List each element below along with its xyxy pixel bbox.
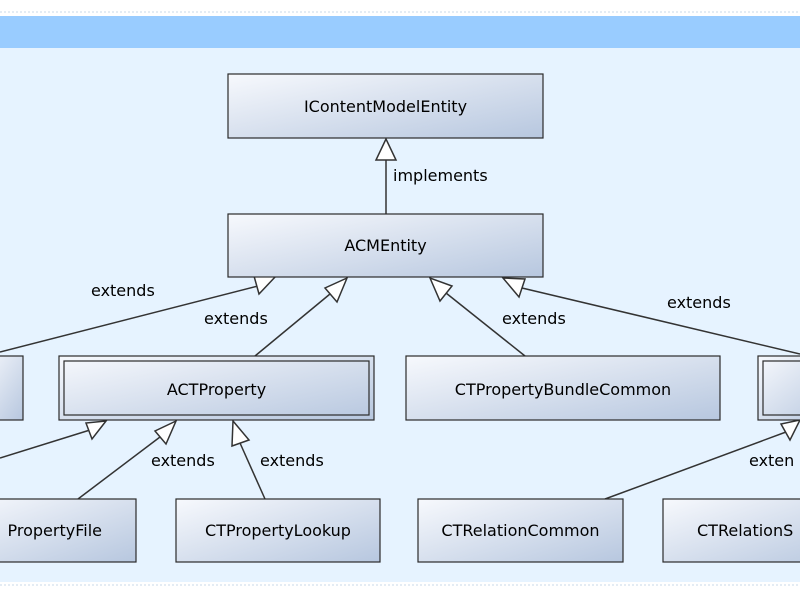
node-label: IContentModelEntity bbox=[304, 97, 467, 116]
node-label: PropertyFile bbox=[8, 521, 102, 540]
node-ctrelation-partial: CTRelationS bbox=[662, 498, 800, 563]
edge-implements-arrowhead bbox=[374, 137, 398, 161]
edge-extends-bundle bbox=[445, 292, 526, 357]
edge-extends-left bbox=[0, 285, 259, 353]
header-bar bbox=[0, 16, 800, 48]
edge-extends-right-arrowhead bbox=[501, 277, 527, 299]
node-label: CTPropertyLookup bbox=[205, 521, 351, 540]
node-icontentmodelentity: IContentModelEntity bbox=[227, 73, 544, 139]
node-offscreen-left bbox=[0, 355, 24, 421]
node-label: ACMEntity bbox=[344, 236, 426, 255]
node-actproperty: ACTProperty bbox=[58, 355, 375, 421]
node-label: ACTProperty bbox=[167, 380, 266, 399]
node-ctpropertylookup: CTPropertyLookup bbox=[175, 498, 381, 563]
label-extends-bundle: extends bbox=[502, 309, 566, 328]
edge-extends-relation bbox=[604, 431, 787, 500]
edge-extends-relation-arrowhead bbox=[779, 419, 800, 442]
label-extends-right: extends bbox=[667, 293, 731, 312]
label-implements: implements bbox=[393, 166, 488, 185]
node-label: CTPropertyBundleCommon bbox=[455, 380, 671, 399]
node-ctpropertyfile: PropertyFile bbox=[0, 498, 137, 563]
edge-extends-actproperty-arrowhead bbox=[323, 276, 349, 304]
edges bbox=[0, 137, 800, 500]
node-offscreen-right bbox=[757, 355, 800, 421]
edge-extends-right bbox=[521, 287, 800, 355]
edge-extends-offscreen-child bbox=[0, 429, 91, 459]
label-extends-left: extends bbox=[91, 281, 155, 300]
edge-extends-actproperty bbox=[254, 293, 331, 357]
label-extends-file: extends bbox=[151, 451, 215, 470]
edge-extends-offscreen-child-arrowhead bbox=[84, 420, 108, 441]
edge-extends-lookup bbox=[239, 442, 266, 500]
node-label: CTRelationCommon bbox=[441, 521, 599, 540]
node-label: CTRelationS bbox=[697, 521, 793, 540]
edge-labels: implements extends extends extends exten… bbox=[91, 166, 794, 470]
node-acmentity: ACMEntity bbox=[227, 213, 544, 278]
edge-extends-lookup-arrowhead bbox=[231, 419, 251, 448]
node-ctpropertybundlecommon: CTPropertyBundleCommon bbox=[405, 355, 721, 421]
edge-extends-bundle-arrowhead bbox=[428, 276, 454, 303]
edge-extends-file-arrowhead bbox=[153, 419, 178, 446]
label-extends-relation: exten bbox=[749, 451, 794, 470]
edge-extends-file bbox=[77, 436, 161, 500]
label-extends-lookup: extends bbox=[260, 451, 324, 470]
label-extends-actproperty: extends bbox=[204, 309, 268, 328]
node-ctrelationcommon: CTRelationCommon bbox=[417, 498, 624, 563]
